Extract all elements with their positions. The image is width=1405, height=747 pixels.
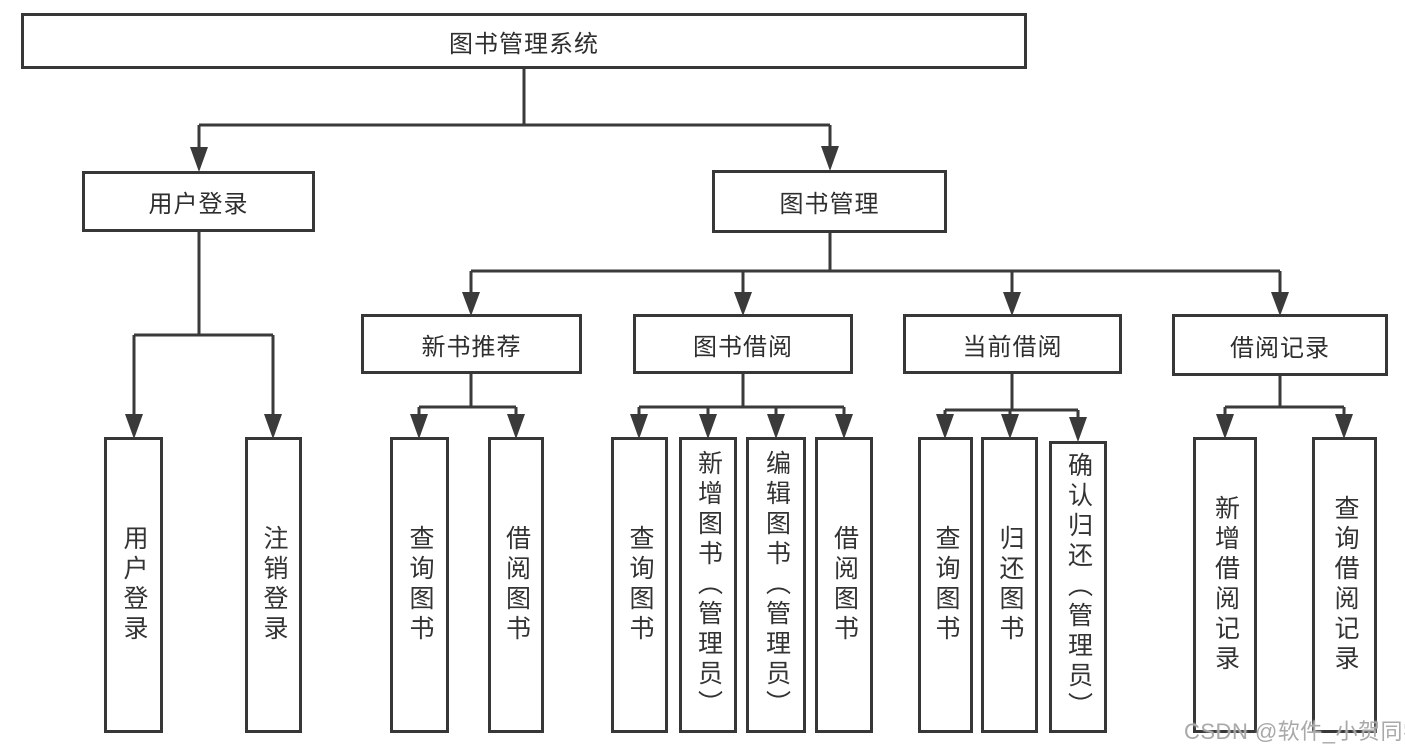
- node-current-borrow-label: 当前借阅: [962, 333, 1063, 361]
- node-root: 图书管理系统: [21, 13, 1027, 69]
- leaf-add-book-admin-label: 新增图书（管理员）: [694, 450, 723, 720]
- leaf-user-login: 用户登录: [104, 437, 163, 733]
- leaf-return-book: 归还图书: [981, 437, 1038, 733]
- leaf-confirm-return-admin-label: 确认归还（管理员）: [1064, 452, 1093, 722]
- leaf-user-login-label: 用户登录: [120, 525, 148, 645]
- leaf-borrow-book-recommend: 借阅图书: [488, 437, 544, 733]
- leaf-query-borrow-record: 查询借阅记录: [1312, 437, 1377, 733]
- node-root-label: 图书管理系统: [449, 30, 599, 58]
- leaf-query-book-current-label: 查询图书: [932, 525, 960, 645]
- leaf-add-book-admin: 新增图书（管理员）: [679, 437, 737, 733]
- node-user-login-label: 用户登录: [148, 191, 249, 218]
- node-book-borrow: 图书借阅: [633, 314, 853, 374]
- node-user-login: 用户登录: [82, 171, 315, 232]
- csdn-watermark: CSDN @软件_小贺同学: [1184, 719, 1405, 744]
- leaf-query-borrow-record-label: 查询借阅记录: [1331, 495, 1359, 675]
- leaf-query-book-borrow-label: 查询图书: [626, 525, 654, 645]
- node-new-book-recommend: 新书推荐: [361, 314, 582, 374]
- leaf-query-book-recommend-label: 查询图书: [406, 525, 434, 645]
- node-book-management-label: 图书管理: [779, 191, 880, 218]
- leaf-add-borrow-record-label: 新增借阅记录: [1211, 495, 1240, 675]
- leaf-borrow-book: 借阅图书: [815, 437, 873, 733]
- leaf-confirm-return-admin: 确认归还（管理员）: [1049, 441, 1107, 733]
- leaf-logout: 注销登录: [245, 437, 302, 733]
- leaf-edit-book-admin: 编辑图书（管理员）: [746, 437, 806, 733]
- node-book-borrow-label: 图书借阅: [693, 333, 793, 361]
- leaf-query-book-recommend: 查询图书: [390, 437, 449, 733]
- node-current-borrow: 当前借阅: [903, 314, 1122, 374]
- leaf-add-borrow-record: 新增借阅记录: [1193, 437, 1257, 733]
- leaf-edit-book-admin-label: 编辑图书（管理员）: [762, 450, 791, 720]
- leaf-query-book-current: 查询图书: [918, 437, 973, 733]
- node-book-management: 图书管理: [712, 170, 947, 233]
- leaf-borrow-book-label: 借阅图书: [830, 525, 859, 645]
- leaf-borrow-book-recommend-label: 借阅图书: [502, 525, 531, 645]
- node-new-book-recommend-label: 新书推荐: [421, 333, 522, 361]
- leaf-query-book-borrow: 查询图书: [611, 437, 668, 733]
- node-borrow-record: 借阅记录: [1172, 314, 1388, 376]
- leaf-logout-label: 注销登录: [260, 525, 288, 645]
- leaf-return-book-label: 归还图书: [996, 525, 1024, 645]
- node-borrow-record-label: 借阅记录: [1230, 334, 1330, 362]
